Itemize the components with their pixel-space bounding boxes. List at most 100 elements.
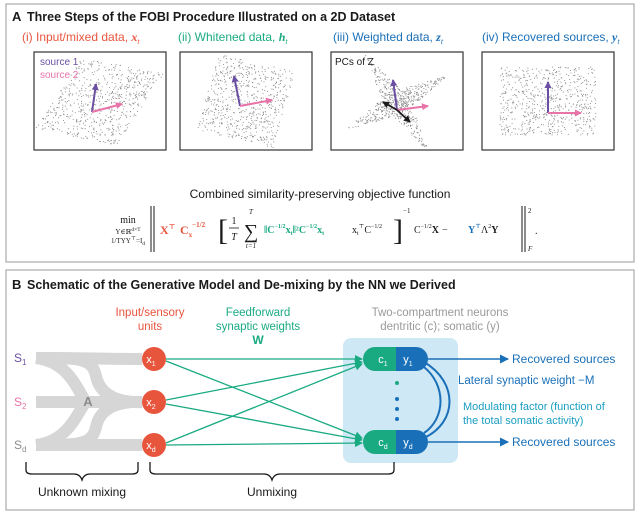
scatter-point (543, 74, 545, 76)
scatter-point (405, 87, 408, 89)
scatter-point (68, 93, 70, 95)
scatter-point (227, 124, 229, 126)
scatter-point (540, 131, 542, 133)
scatter-point (261, 129, 264, 132)
scatter-point (594, 99, 597, 101)
scatter-point (539, 116, 541, 118)
scatter-point (511, 131, 513, 134)
scatter-point (592, 118, 595, 120)
scatter-point (117, 88, 119, 90)
scatter-point (409, 125, 412, 127)
scatter-point (380, 95, 383, 97)
scatter-point (241, 129, 243, 131)
neuron-title-line2: dentritic (c); somatic (y) (380, 321, 500, 333)
scatter-point (205, 110, 208, 112)
scatter-point (425, 145, 427, 147)
scatter-point (97, 95, 99, 97)
scatter-point (547, 125, 549, 127)
scatter-point (86, 95, 88, 97)
ff-xd-cd (165, 439, 363, 448)
scatter-point (374, 74, 376, 76)
scatter-point (528, 106, 530, 108)
ff-title-line2: synaptic weights (216, 321, 301, 333)
scatter-point (254, 119, 256, 121)
scatter-point (550, 94, 552, 96)
scatter-point (126, 85, 128, 87)
scatter-point (365, 116, 367, 118)
scatter-point (228, 128, 230, 130)
scatter-point (273, 96, 275, 98)
scatter-point (111, 133, 113, 135)
scatter-point (277, 109, 279, 111)
scatter-point (115, 85, 117, 87)
scatter-point (281, 113, 283, 115)
scatter-point (119, 86, 121, 88)
scatter-point (549, 87, 551, 89)
scatter-point (553, 100, 555, 103)
scatter-point (111, 109, 113, 111)
scatter-point (422, 92, 424, 95)
scatter-point (439, 79, 441, 81)
scatter-point (205, 111, 207, 113)
scatter-point (503, 84, 505, 86)
scatter-point (110, 116, 112, 119)
norm-exponent: 2 (528, 207, 532, 215)
scatter-point (245, 65, 247, 67)
scatter-point (531, 68, 534, 70)
scatter-point (360, 119, 362, 121)
scatter-point (76, 135, 78, 137)
scatter-point (115, 139, 117, 141)
scatter-point (557, 85, 560, 87)
scatter-point (585, 80, 588, 82)
scatter-point (416, 124, 418, 126)
scatter-point (259, 104, 261, 106)
scatter-point (115, 130, 117, 132)
scatter-point (71, 82, 73, 85)
scatter-point (251, 116, 253, 118)
scatter-point (144, 78, 146, 81)
scatter-point (241, 135, 243, 137)
scatter-point (403, 92, 405, 94)
scatter-point (526, 91, 528, 93)
scatter-point (242, 110, 244, 112)
scatter-point (556, 134, 558, 136)
scatter-point (225, 58, 227, 60)
scatter-point (118, 97, 121, 99)
scatter-point (558, 79, 560, 81)
scatter-point (120, 133, 122, 135)
output-label-1: Recovered sources (512, 352, 615, 366)
scatter-point (548, 128, 550, 130)
scatter-point (81, 102, 83, 104)
scatter-point (84, 90, 86, 92)
scatter-point (426, 85, 428, 87)
scatter-point (427, 84, 429, 86)
scatter-point (245, 71, 247, 74)
scatter-point (411, 124, 413, 126)
scatter-point (92, 73, 94, 76)
scatter-point (83, 109, 85, 111)
plot-title-recovered: (iv) Recovered sources, yt (482, 30, 620, 46)
scatter-point (440, 80, 442, 82)
scatter-point (107, 139, 109, 142)
scatter-point (507, 131, 509, 133)
scatter-point (573, 69, 575, 71)
scatter-point (253, 123, 255, 125)
scatter-point (383, 105, 385, 107)
scatter-point (275, 132, 277, 134)
scatter-point (214, 108, 216, 110)
scatter-point (390, 107, 392, 110)
scatter-point (113, 97, 115, 100)
vectors-input (91, 83, 123, 113)
scatter-point (549, 119, 551, 121)
scatter-point (119, 82, 121, 84)
scatter-point (213, 102, 215, 104)
scatter-point (232, 91, 234, 93)
scatter-point (377, 76, 379, 78)
scatter-point (141, 106, 143, 108)
ellipsis-dot-3 (395, 417, 399, 421)
scatter-point (242, 84, 244, 86)
scatter-point (96, 90, 98, 92)
scatter-point (106, 128, 108, 130)
scatter-point (537, 88, 539, 90)
scatter-point (424, 85, 427, 87)
